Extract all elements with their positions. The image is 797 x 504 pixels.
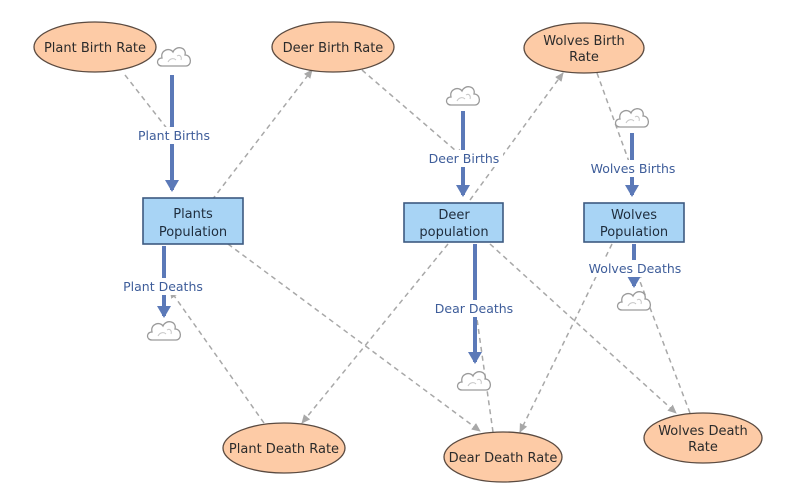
aux-deer-birth-rate-label: Deer Birth Rate xyxy=(283,41,384,56)
link-wolves-death-rate-to-wolves-deaths xyxy=(635,270,691,414)
link-wolves-birth-rate-to-wolves-births xyxy=(596,72,634,171)
wolves-births-label: Wolves Births xyxy=(591,161,676,176)
aux-plant-death-rate-label: Plant Death Rate xyxy=(229,442,339,457)
stock-plants-population-label-line2: Population xyxy=(159,225,227,240)
aux-wolves-death-rate-label-line2: Rate xyxy=(688,440,718,455)
wolves-births-source-cloud-icon xyxy=(614,108,650,128)
link-plant-death-rate-to-plant-deaths xyxy=(169,289,265,424)
link-wolves-population-to-dear-death-rate xyxy=(519,243,613,433)
aux-deer-birth-rate[interactable]: Deer Birth Rate xyxy=(271,21,395,73)
plant-deaths-label: Plant Deaths xyxy=(123,279,203,294)
aux-wolves-birth-rate[interactable]: Wolves Birth Rate xyxy=(523,22,645,74)
link-plants-population-to-dear-death-rate xyxy=(227,243,481,432)
stock-deer-population-label-line2: population xyxy=(419,225,488,240)
link-deer-population-to-wolves-death-rate xyxy=(489,243,677,414)
aux-plant-death-rate[interactable]: Plant Death Rate xyxy=(222,422,346,474)
link-deer-birth-rate-to-deer-births xyxy=(361,69,464,158)
link-plants-population-to-deer-birth-rate xyxy=(211,69,313,201)
aux-dear-death-rate[interactable]: Dear Death Rate xyxy=(443,431,563,483)
aux-dear-death-rate-label: Dear Death Rate xyxy=(449,451,558,466)
aux-wolves-birth-rate-label-line2: Rate xyxy=(569,50,599,65)
stock-deer-population-label-line1: Deer xyxy=(438,208,470,223)
aux-plant-birth-rate-label: Plant Birth Rate xyxy=(44,41,146,56)
aux-plant-birth-rate[interactable]: Plant Birth Rate xyxy=(33,21,157,73)
dear-deaths-label: Dear Deaths xyxy=(435,301,513,316)
aux-wolves-death-rate[interactable]: Wolves Death Rate xyxy=(643,412,763,464)
flow-labels: Plant Births Plant Deaths Deer Births De… xyxy=(122,127,685,317)
deer-births-label: Deer Births xyxy=(429,151,500,166)
plant-births-source-cloud-icon xyxy=(156,47,192,67)
information-links xyxy=(124,69,691,433)
link-deer-population-to-plant-death-rate xyxy=(301,243,449,424)
aux-wolves-birth-rate-label-line1: Wolves Birth xyxy=(543,34,624,49)
stock-deer-population[interactable]: Deer population xyxy=(403,202,504,243)
stock-plants-population-label-line1: Plants xyxy=(173,207,213,222)
link-plant-birth-rate-to-plant-births xyxy=(124,74,173,136)
stock-plants-population[interactable]: Plants Population xyxy=(142,197,244,245)
link-dear-death-rate-to-dear-deaths xyxy=(472,304,494,433)
stock-wolves-population-label-line2: Population xyxy=(600,225,668,240)
deer-births-source-cloud-icon xyxy=(445,86,481,106)
plant-deaths-sink-cloud-icon xyxy=(146,321,182,341)
link-deer-population-to-wolves-birth-rate xyxy=(469,72,564,201)
aux-wolves-death-rate-label-line1: Wolves Death xyxy=(658,424,748,439)
wolves-deaths-label: Wolves Deaths xyxy=(589,261,682,276)
stock-wolves-population-label-line1: Wolves xyxy=(611,208,657,223)
plant-births-label: Plant Births xyxy=(138,128,210,143)
stock-wolves-population[interactable]: Wolves Population xyxy=(583,202,685,243)
